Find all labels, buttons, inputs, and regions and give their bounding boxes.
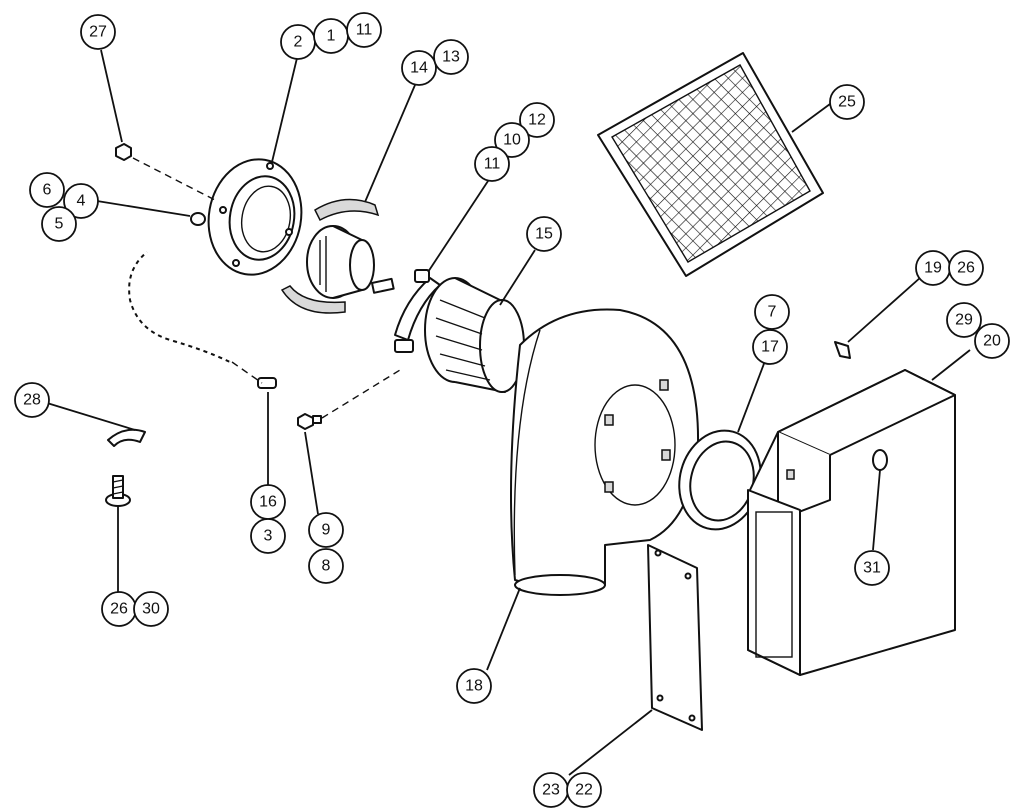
access-panel-part-22 [647,544,703,731]
callout-2: 2 [280,24,316,60]
svg-text:16: 16 [259,494,277,511]
svg-text:25: 25 [838,94,856,111]
svg-text:23: 23 [542,782,560,799]
svg-text:15: 15 [535,226,553,243]
cabinet-box-part-20 [747,369,956,676]
svg-text:9: 9 [322,522,331,539]
svg-text:12: 12 [528,112,546,129]
svg-text:2: 2 [294,34,303,51]
mounting-ring-part-17 [678,429,762,531]
callout-30: 30 [133,591,169,627]
clip-part-28 [107,428,146,447]
callout-23: 23 [533,772,569,808]
svg-text:5: 5 [55,216,64,233]
screw-part-9 [297,413,322,430]
wire-harness [126,250,232,365]
callout-29: 29 [946,302,982,338]
callout-5: 5 [41,206,77,242]
callout-3: 3 [250,518,286,554]
blower-housing-part-18 [510,308,700,596]
svg-text:19: 19 [924,260,942,277]
callout-16: 16 [250,484,286,520]
svg-text:11: 11 [356,22,373,39]
svg-text:1: 1 [327,28,336,45]
motor-clamp-lower-part-13 [280,285,346,314]
filter-part-25 [597,52,824,277]
callout-31: 31 [854,550,890,586]
svg-text:11: 11 [484,156,501,173]
svg-text:30: 30 [142,601,160,618]
screw-part-26-30 [105,475,131,507]
motor-clamp-upper-part-14 [314,198,380,222]
callout-14: 14 [401,50,437,86]
callout-9: 9 [308,512,344,548]
svg-text:4: 4 [77,193,86,210]
callout-10: 10 [494,122,530,158]
svg-text:3: 3 [264,528,273,545]
callout-17: 17 [752,329,788,365]
svg-text:6: 6 [43,182,52,199]
callout-6: 6 [29,172,65,208]
callout-13: 13 [433,39,469,75]
svg-text:20: 20 [983,333,1001,350]
blower-wheel-part-15 [424,277,525,393]
svg-text:26: 26 [110,601,128,618]
blower-motor [306,225,395,299]
motor-mount-ring-part-2 [207,158,303,276]
callout-25: 25 [829,84,865,120]
nut-part-27 [115,143,132,161]
callout-26-right: 26 [948,250,984,286]
callout-22: 22 [566,772,602,808]
svg-text:17: 17 [761,339,779,356]
callout-19: 19 [915,250,951,286]
callout-18: 18 [456,668,492,704]
callout-20: 20 [974,323,1010,359]
callout-28: 28 [14,382,50,418]
svg-text:7: 7 [768,304,777,321]
callout-27: 27 [80,14,116,50]
nut-part-4 [190,212,206,226]
fitting-part-16 [257,377,277,389]
callouts: 27 2 1 11 14 13 12 10 11 15 25 6 4 5 19 … [14,12,1010,808]
svg-text:31: 31 [863,560,881,577]
svg-text:28: 28 [23,392,41,409]
svg-text:10: 10 [503,132,521,149]
callout-11-mid: 11 [474,146,510,182]
clip-part-19 [834,341,851,359]
callout-4: 4 [63,183,99,219]
svg-text:29: 29 [955,312,973,329]
callout-12: 12 [519,102,555,138]
svg-text:27: 27 [89,24,107,41]
svg-text:8: 8 [322,558,331,575]
svg-text:22: 22 [575,782,593,799]
callout-26-left: 26 [101,591,137,627]
svg-text:13: 13 [442,49,460,66]
callout-7: 7 [754,294,790,330]
alignment-lines [132,157,401,419]
leader-lines [46,49,971,776]
svg-text:26: 26 [957,260,975,277]
callout-15: 15 [526,216,562,252]
svg-text:18: 18 [465,678,483,695]
callout-11-top: 11 [346,12,382,48]
svg-text:14: 14 [410,60,428,77]
callout-1: 1 [313,18,349,54]
callout-8: 8 [308,548,344,584]
